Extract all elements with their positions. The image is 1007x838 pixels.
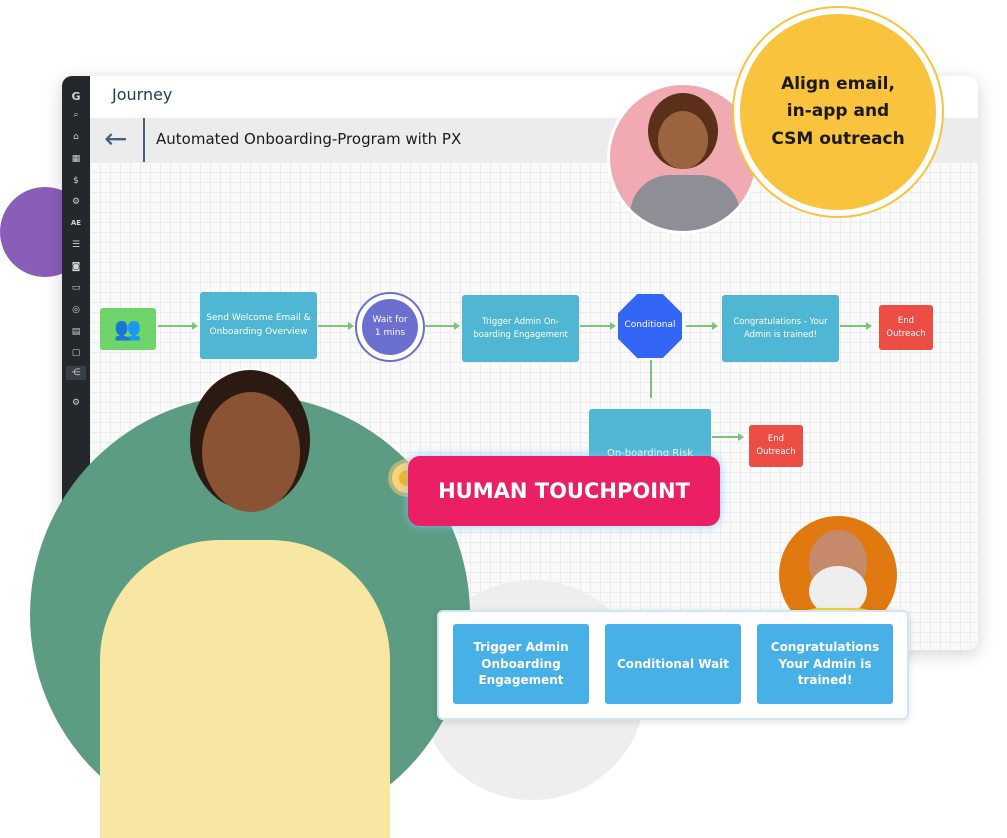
arrow bbox=[424, 322, 460, 329]
clipboard-icon[interactable]: ▢ bbox=[71, 348, 81, 358]
arrow bbox=[712, 433, 744, 440]
callout-bubble: Align email, in-app and CSM outreach bbox=[740, 14, 936, 210]
arrow bbox=[158, 322, 198, 329]
dollar-icon[interactable]: $ bbox=[73, 176, 79, 186]
arrow bbox=[686, 322, 718, 329]
list-icon[interactable]: ☰ bbox=[71, 240, 81, 250]
arrow bbox=[840, 322, 872, 329]
trigger-node[interactable]: Trigger Admin On-boarding Engagement bbox=[462, 295, 579, 362]
end-outreach-node[interactable]: End Outreach bbox=[749, 425, 803, 467]
woman-shouting-photo bbox=[607, 82, 759, 234]
app-title: Journey bbox=[112, 85, 173, 104]
logo: G bbox=[71, 90, 81, 103]
callout-text: Align email, in-app and CSM outreach bbox=[771, 74, 905, 149]
card-conditional-wait[interactable]: Conditional Wait bbox=[605, 624, 741, 704]
arrow-down bbox=[650, 360, 652, 398]
arrow bbox=[318, 322, 354, 329]
home-icon[interactable]: ⌂ bbox=[73, 132, 79, 142]
gear-icon[interactable]: ⚙ bbox=[71, 197, 81, 207]
arrow bbox=[580, 322, 616, 329]
conditional-node[interactable]: Conditional bbox=[618, 294, 682, 358]
chat-icon[interactable]: ▭ bbox=[71, 283, 81, 293]
divider bbox=[143, 118, 145, 162]
start-node-users-icon[interactable]: 👥 bbox=[100, 308, 156, 350]
woman-photo bbox=[70, 370, 390, 838]
wait-label: Wait for 1 mins bbox=[362, 299, 418, 355]
search-icon[interactable]: ⌕ bbox=[73, 110, 79, 120]
touchpoint-panel: Trigger Admin Onboarding Engagement Cond… bbox=[437, 610, 909, 720]
camera-icon[interactable]: ◙ bbox=[71, 262, 81, 272]
send-welcome-node[interactable]: Send Welcome Email & Onboarding Overview bbox=[200, 292, 317, 359]
human-touchpoint-label: HUMAN TOUCHPOINT bbox=[408, 456, 720, 526]
settings-icon[interactable]: ⚙ bbox=[71, 398, 81, 408]
card-trigger-admin[interactable]: Trigger Admin Onboarding Engagement bbox=[453, 624, 589, 704]
card-congratulations[interactable]: Congratulations Your Admin is trained! bbox=[757, 624, 893, 704]
journey-icon[interactable]: ⋲ bbox=[66, 366, 86, 380]
congrats-node[interactable]: Congratulations - Your Admin is trained! bbox=[722, 295, 839, 362]
page-title: Automated Onboarding-Program with PX bbox=[156, 130, 462, 148]
wait-node[interactable]: Wait for 1 mins bbox=[355, 292, 425, 362]
target-icon[interactable]: ◎ bbox=[72, 305, 80, 315]
end-outreach-node[interactable]: End Outreach bbox=[879, 305, 933, 350]
grid-icon[interactable]: ▦ bbox=[71, 154, 81, 164]
report-icon[interactable]: ▤ bbox=[71, 327, 81, 337]
ae-icon[interactable]: AE bbox=[70, 219, 82, 227]
arrow-left-icon[interactable]: ← bbox=[104, 122, 128, 155]
